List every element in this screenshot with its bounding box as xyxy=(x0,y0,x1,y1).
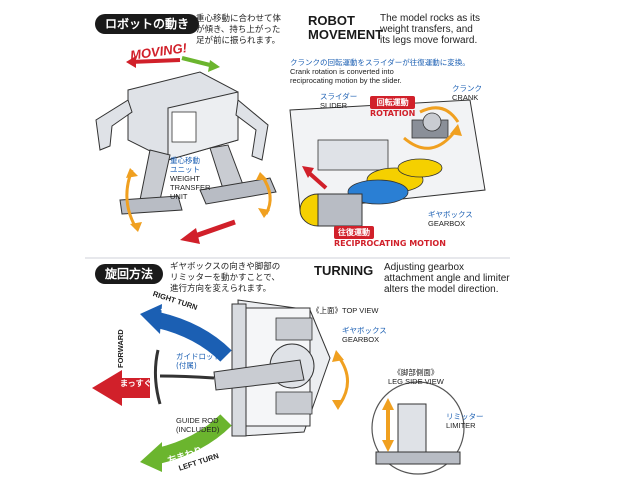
weight-transfer-unit-label: 重心移動 ユニット WEIGHT TRANSFER UNIT xyxy=(170,156,211,201)
guide-rod-en-label: GUIDE ROD (INCLUDED) xyxy=(176,416,220,434)
reciprocating-label: 往復運動 RECIPROCATING MOTION xyxy=(334,226,446,248)
gearbox-label: ギヤボックス GEARBOX xyxy=(428,210,473,228)
top-view-label: 《上面》TOP VIEW xyxy=(312,306,379,315)
crank-label: クランク CRANK xyxy=(452,84,482,102)
section2-jp-desc: ギヤボックスの向きや脚部の リミッターを動かすことで、 進行方向を変えられます。 xyxy=(170,262,281,294)
guide-rod-jp-label: ガイドロッド (付属) xyxy=(176,352,221,370)
section2-jp-title: 旋回方法 xyxy=(95,264,164,284)
section1-jp-desc: 重心移動に合わせて体 が傾き、持ち上がった 足が前に振られます。 xyxy=(196,14,282,46)
section1-jp-title: ロボットの動き xyxy=(95,14,200,34)
slider-label: スライダー SLIDER xyxy=(320,92,358,110)
rotation-label: 回転運動 ROTATION xyxy=(370,96,416,118)
section2-en-desc: Adjusting gearbox attachment angle and l… xyxy=(384,262,510,295)
crank-note: クランクの回転運動をスライダーが往復運動に変換。 Crank rotation … xyxy=(290,58,470,85)
robot-illustration xyxy=(95,71,277,215)
section2-gearbox-label: ギヤボックス GEARBOX xyxy=(342,326,387,344)
section1-en-desc: The model rocks as its weight transfers,… xyxy=(380,13,481,46)
limiter-label: リミッター LIMITER xyxy=(446,412,484,430)
gear-mechanism xyxy=(289,99,486,227)
section2-en-title: TURNING xyxy=(314,263,374,278)
forward-label: FORWARD xyxy=(116,329,125,368)
forward-jp-label: まっすぐ xyxy=(120,379,152,388)
leg-side-view-label: 《脚部側面》 LEG SIDE VIEW xyxy=(388,368,444,386)
top-view-chassis xyxy=(213,299,331,437)
section1-en-title: ROBOT MOVEMENT xyxy=(308,13,384,42)
